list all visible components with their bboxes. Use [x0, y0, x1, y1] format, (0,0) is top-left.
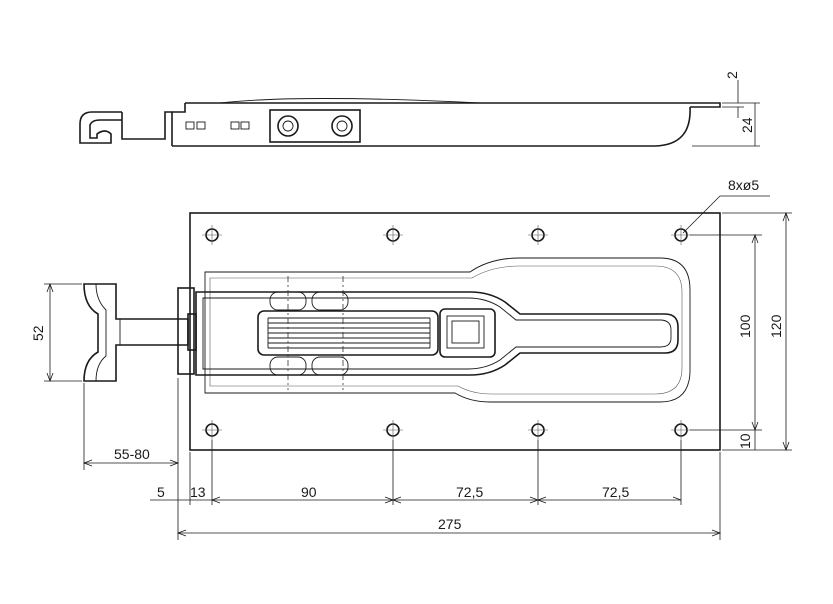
- holes-label: 8xø5: [728, 177, 759, 193]
- mounting-hole: [202, 225, 222, 245]
- thickness-label: 2: [724, 71, 740, 79]
- mounting-hole: [202, 420, 222, 440]
- plan-view: [44, 195, 792, 540]
- offset-13-label: 13: [190, 484, 206, 500]
- handle-offset-label: 55-80: [114, 446, 150, 462]
- dimension-arrows: [46, 211, 790, 537]
- side-view: [79, 80, 760, 147]
- hole-edge-vertical-label: 10: [737, 433, 753, 449]
- spacing-90-label: 90: [301, 484, 317, 500]
- mounting-holes: [202, 225, 691, 440]
- spacing-72-5-b-label: 72,5: [602, 484, 629, 500]
- t-handle: [83, 283, 189, 382]
- spacing-72-5-a-label: 72,5: [456, 484, 483, 500]
- mounting-hole: [383, 420, 403, 440]
- length-label: 275: [438, 516, 462, 532]
- mounting-hole: [528, 225, 548, 245]
- hole-spacing-vertical-label: 100: [737, 314, 753, 338]
- lever-grip: [257, 310, 439, 356]
- mounting-hole: [671, 225, 691, 245]
- mounting-hole: [383, 225, 403, 245]
- mounting-hole: [528, 420, 548, 440]
- mounting-hole: [671, 420, 691, 440]
- height-label: 24: [739, 117, 755, 133]
- width-label: 120: [768, 314, 784, 338]
- handle-width-label: 52: [30, 325, 46, 341]
- offset-5-label: 5: [157, 484, 165, 500]
